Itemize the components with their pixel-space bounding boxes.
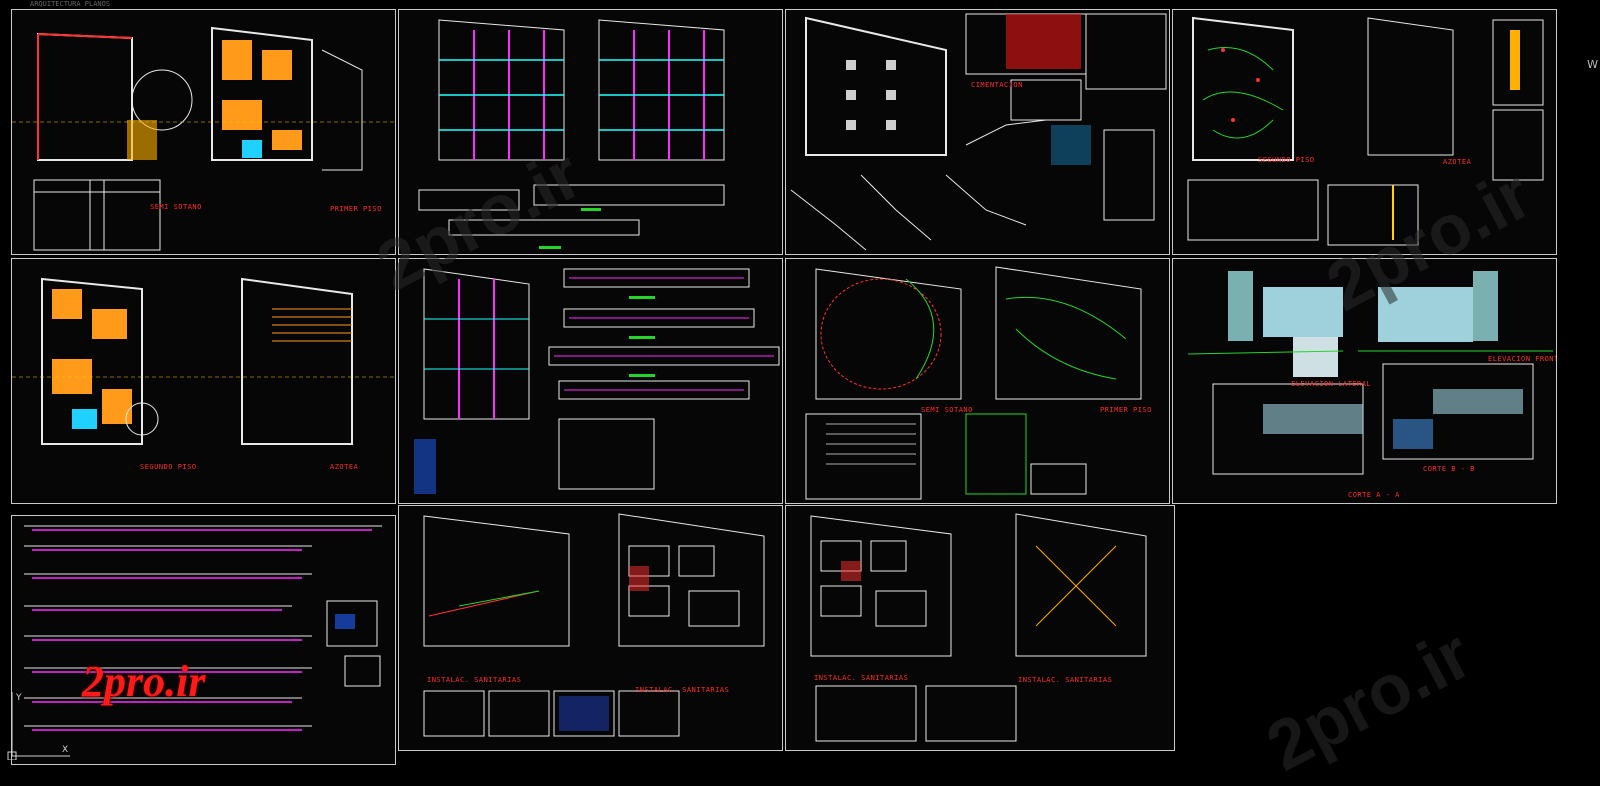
sheet-electrical-basement-first-floor[interactable]: SEMI SOTANO PRIMER PISO [785, 258, 1170, 504]
electrical-plan-drawing [805, 266, 1142, 500]
drawing-title: SEMI SOTANO [150, 203, 202, 211]
sheet-elevations-sections[interactable]: ELEVACION LATERAL ELEVACION FRONTAL CORT… [1172, 258, 1557, 504]
floor-plan-drawing [12, 277, 395, 445]
sheet-foundation-details[interactable]: CIMENTACION [785, 9, 1170, 255]
drawing-title: INSTALAC. SANITARIAS [635, 686, 730, 694]
drawing-title: ELEVACION FRONTAL [1488, 355, 1556, 363]
ucs-axis-icon: Y X [7, 692, 70, 760]
foundation-plan-drawing [790, 13, 1167, 251]
sheet-structural-beams[interactable] [398, 258, 783, 504]
drawing-title: AZOTEA [1443, 158, 1472, 166]
drawing-title: SEMI SOTANO [921, 406, 973, 414]
svg-text:X: X [62, 745, 68, 755]
sheet-architecture-second-floor-roof[interactable]: SEGUNDO PISO AZOTEA [11, 258, 396, 504]
structural-plan-drawing [418, 19, 725, 236]
sheet-electrical-second-floor[interactable]: SEGUNDO PISO AZOTEA [1172, 9, 1557, 255]
electrical-plan-drawing [1187, 16, 1544, 246]
beam-detail-drawing [414, 268, 780, 494]
floor-plan-drawing [12, 26, 395, 251]
viewcube-label[interactable]: W [1587, 58, 1598, 71]
sheet-plumbing-2[interactable]: INSTALAC. SANITARIAS INSTALAC. SANITARIA… [785, 505, 1175, 751]
sheet-beam-schedule[interactable] [11, 515, 396, 765]
drawing-title: ELEVACION LATERAL [1291, 380, 1372, 388]
header-caption: ARQUITECTURA PLANOS [30, 0, 111, 8]
sheet-structural-columns[interactable] [398, 9, 783, 255]
drawing-title: PRIMER PISO [330, 205, 382, 213]
drawing-title: SEGUNDO PISO [140, 463, 197, 471]
sheet-architecture-basement-first-floor[interactable]: SEMI SOTANO PRIMER PISO [11, 9, 396, 255]
drawing-title: PRIMER PISO [1100, 406, 1152, 414]
drawing-title: INSTALAC. SANITARIAS [1018, 676, 1113, 684]
svg-text:Y: Y [15, 693, 22, 703]
drawing-title: SEGUNDO PISO [1258, 156, 1315, 164]
drawing-title: CORTE B - B [1423, 465, 1475, 473]
drawing-title: CORTE A - A [1348, 491, 1400, 499]
drawing-title: CIMENTACION [971, 81, 1023, 89]
drawing-title: INSTALAC. SANITARIAS [427, 676, 522, 684]
beam-schedule-drawing [24, 525, 382, 731]
drawing-title: AZOTEA [330, 463, 359, 471]
watermark-logo: 2pro.ir [82, 657, 206, 706]
plumbing-plan-drawing [423, 513, 765, 737]
plumbing-plan-drawing [810, 513, 1147, 742]
elevation-section-drawing [1187, 271, 1553, 475]
watermark-text: 2pro.ir [1254, 614, 1484, 786]
drawing-title: INSTALAC. SANITARIAS [814, 674, 909, 682]
sheet-plumbing-1[interactable]: INSTALAC. SANITARIAS INSTALAC. SANITARIA… [398, 505, 783, 751]
